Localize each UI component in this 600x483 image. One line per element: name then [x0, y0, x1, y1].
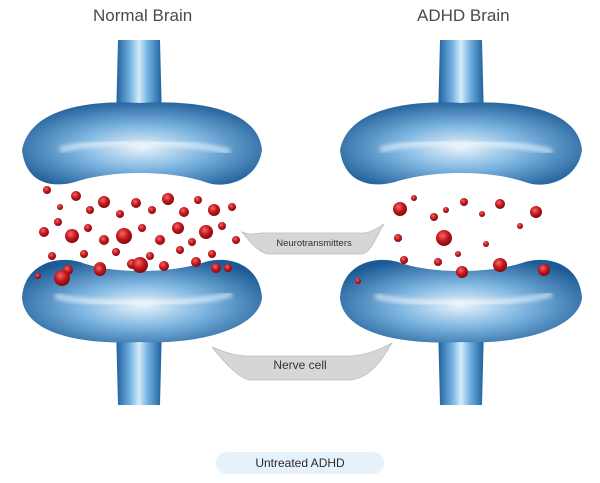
neurotransmitter-dot	[80, 250, 88, 258]
neurotransmitter-dot	[131, 198, 141, 208]
neurotransmitter-dot	[86, 206, 94, 214]
neurotransmitter-dot	[98, 196, 110, 208]
neurotransmitter-dot	[224, 264, 232, 272]
neurotransmitters-label: Neurotransmitters	[276, 238, 352, 249]
neurotransmitter-dot	[65, 229, 79, 243]
neurotransmitter-dot	[188, 238, 196, 246]
neurotransmitter-dot	[159, 261, 169, 271]
neurotransmitter-dot	[116, 210, 124, 218]
neurotransmitter-dot	[479, 211, 485, 217]
neurotransmitter-dot	[460, 198, 468, 206]
neurotransmitter-dot	[43, 186, 51, 194]
neurotransmitter-dot	[148, 206, 156, 214]
neurotransmitter-dot	[84, 224, 92, 232]
neurotransmitter-dot	[228, 203, 236, 211]
neurotransmitter-dot	[112, 248, 120, 256]
neurotransmitter-dot	[132, 257, 148, 273]
neurotransmitters-callout	[240, 223, 385, 255]
neurotransmitter-dot	[71, 191, 81, 201]
nerve-cell-callout	[211, 342, 393, 381]
neurotransmitter-dot	[116, 228, 132, 244]
neurotransmitter-dot	[456, 266, 468, 278]
neurotransmitter-dot	[57, 204, 63, 210]
neurotransmitter-dot	[54, 218, 62, 226]
neurotransmitter-dot	[48, 252, 56, 260]
neurotransmitter-dot	[493, 258, 507, 272]
axon-top-left	[116, 40, 162, 120]
nerve-cell-label: Nerve cell	[273, 358, 327, 372]
axon-top-right	[438, 40, 484, 120]
neurotransmitter-dot	[530, 206, 542, 218]
neurotransmitter-dot	[394, 234, 402, 242]
neurotransmitter-dot	[208, 204, 220, 216]
neurotransmitter-dot	[400, 256, 408, 264]
neurotransmitter-dot	[483, 241, 489, 247]
neurotransmitter-dot	[495, 199, 505, 209]
neurotransmitter-dot	[172, 222, 184, 234]
neurotransmitter-dot	[393, 202, 407, 216]
neurotransmitter-dot	[218, 222, 226, 230]
neurotransmitter-dot	[517, 223, 523, 229]
neurotransmitter-dot	[355, 278, 361, 284]
neurotransmitter-cluster-normal	[35, 186, 240, 286]
untreated-adhd-badge: Untreated ADHD	[216, 452, 384, 474]
neurotransmitter-dot	[54, 270, 70, 286]
neurotransmitter-dot	[155, 235, 165, 245]
neurotransmitter-dot	[179, 207, 189, 217]
neurotransmitter-dot	[162, 193, 174, 205]
adhd-synapse	[340, 40, 582, 405]
neurotransmitter-dot	[199, 225, 213, 239]
neurotransmitter-dot	[211, 263, 221, 273]
neurotransmitter-dot	[232, 236, 240, 244]
neurotransmitter-dot	[176, 246, 184, 254]
neurotransmitter-cluster-adhd	[355, 195, 550, 284]
neurotransmitter-dot	[194, 196, 202, 204]
neurotransmitter-dot	[443, 207, 449, 213]
neurotransmitter-dot	[430, 213, 438, 221]
axon-bottom-right	[438, 325, 484, 405]
neurotransmitter-dot	[39, 227, 49, 237]
neurotransmitter-dot	[94, 264, 106, 276]
normal-synapse	[22, 40, 262, 405]
neurotransmitter-dot	[411, 195, 417, 201]
neurotransmitter-dot	[35, 273, 41, 279]
axon-bottom-left	[116, 325, 162, 405]
normal-brain-title: Normal Brain	[93, 6, 193, 25]
neurotransmitter-dot	[538, 264, 550, 276]
neurotransmitter-dot	[99, 235, 109, 245]
neurotransmitter-dot	[434, 258, 442, 266]
neurotransmitter-dot	[455, 251, 461, 257]
adhd-brain-title: ADHD Brain	[417, 6, 510, 25]
neurotransmitter-dot	[191, 257, 201, 267]
neurotransmitter-dot	[146, 252, 154, 260]
neurotransmitter-dot	[436, 230, 452, 246]
neurotransmitter-dot	[138, 224, 146, 232]
neurotransmitter-dot	[208, 250, 216, 258]
